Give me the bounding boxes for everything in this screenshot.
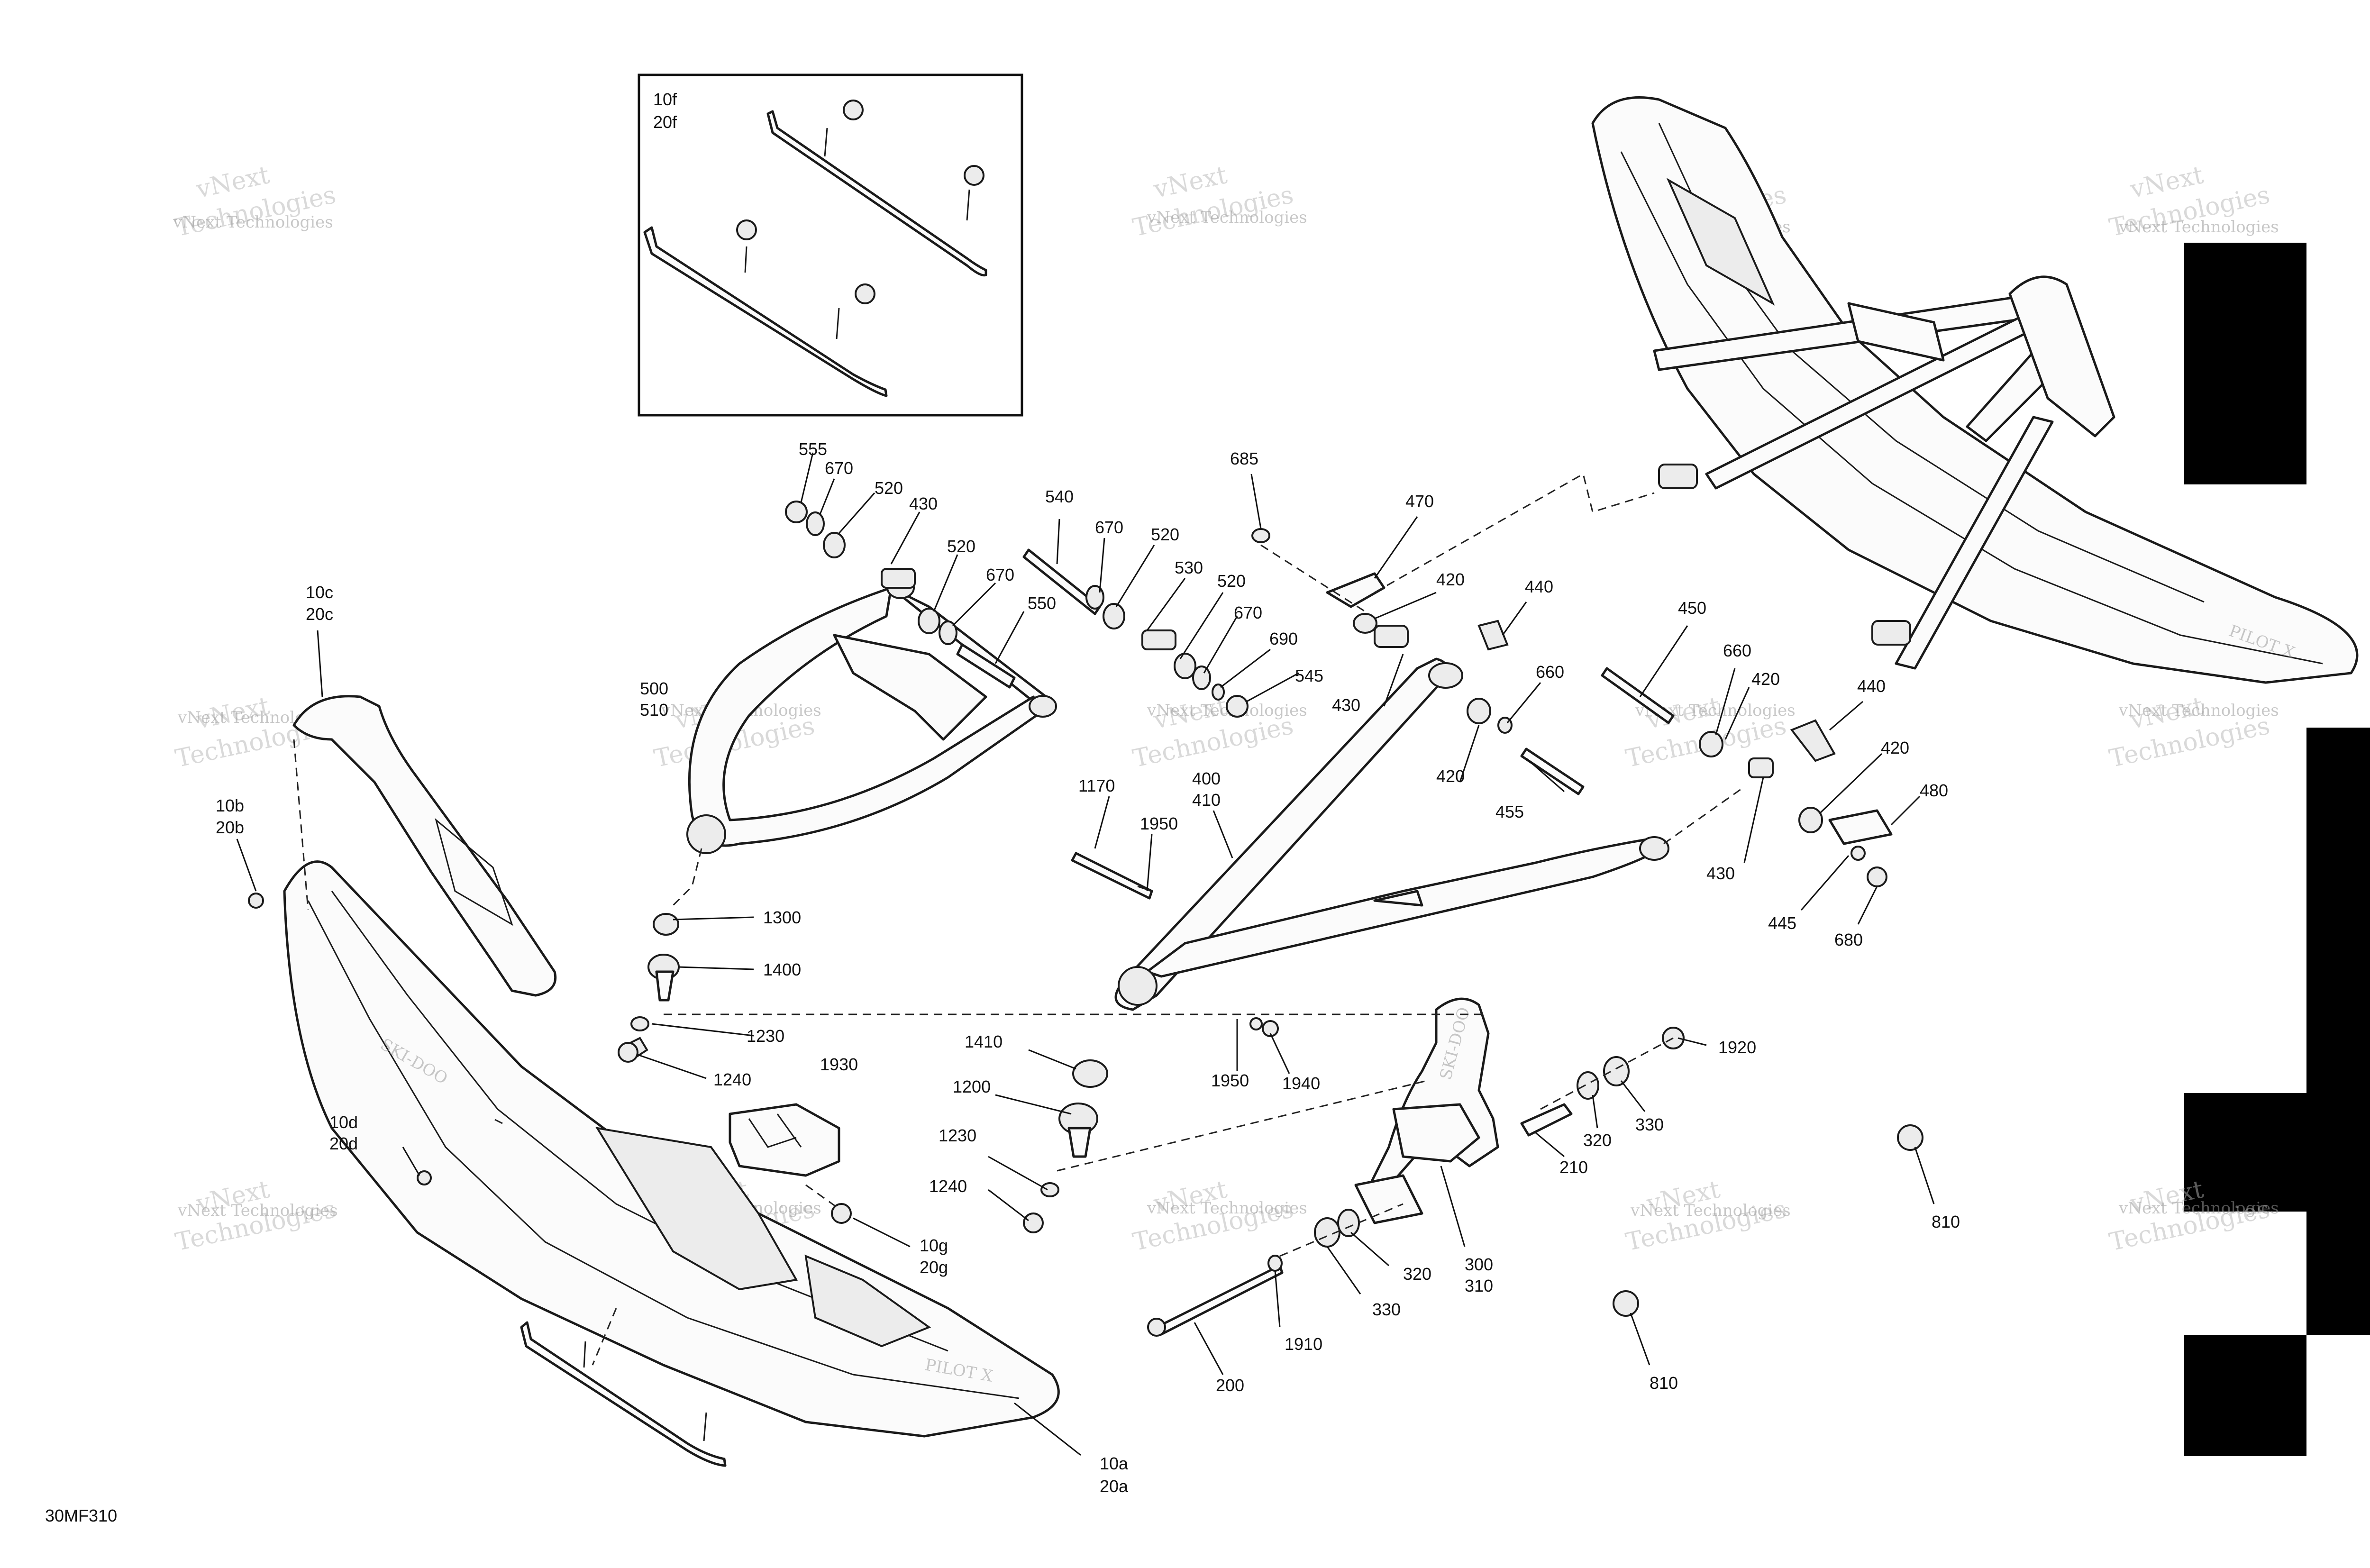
callout-430: 430 bbox=[1706, 864, 1735, 883]
callout-685: 685 bbox=[1230, 449, 1258, 468]
callout-555: 555 bbox=[799, 439, 827, 459]
callout-440: 440 bbox=[1857, 676, 1886, 696]
callout-20g: 20g bbox=[920, 1258, 948, 1277]
callout-660: 660 bbox=[1723, 641, 1751, 660]
callout-545: 545 bbox=[1295, 666, 1323, 685]
callout-1240: 1240 bbox=[713, 1070, 751, 1089]
alignment-lines bbox=[293, 473, 1745, 1366]
callout-660: 660 bbox=[1536, 662, 1564, 682]
callout-670: 670 bbox=[1234, 603, 1262, 622]
inset-label-10f: 10f bbox=[653, 90, 677, 109]
callout-20c: 20c bbox=[306, 604, 333, 624]
callout-1200: 1200 bbox=[953, 1077, 991, 1096]
callout-420: 420 bbox=[1881, 738, 1909, 757]
callout-430: 430 bbox=[1332, 695, 1360, 715]
svg-text:vNext Technologies: vNext Technologies bbox=[1147, 208, 1307, 227]
callout-810: 810 bbox=[1932, 1212, 1960, 1231]
callout-1910: 1910 bbox=[1285, 1334, 1322, 1354]
callout-1940: 1940 bbox=[1282, 1074, 1320, 1093]
callout-10c: 10c bbox=[306, 583, 333, 602]
callout-420: 420 bbox=[1436, 570, 1465, 589]
callout-670: 670 bbox=[986, 565, 1014, 584]
callout-480: 480 bbox=[1920, 781, 1948, 800]
upper-a-arm-assembly bbox=[686, 501, 1249, 854]
lower-a-arm-assembly bbox=[1071, 528, 1893, 1037]
svg-text:vNext Technologies: vNext Technologies bbox=[2118, 701, 2279, 720]
callout-1410: 1410 bbox=[965, 1032, 1003, 1051]
callout-10g: 10g bbox=[920, 1236, 948, 1255]
callout-20b: 20b bbox=[216, 818, 244, 837]
callout-330: 330 bbox=[1372, 1300, 1401, 1319]
registration-marks bbox=[2184, 243, 2370, 1456]
callout-690: 690 bbox=[1269, 629, 1298, 648]
callout-810: 810 bbox=[1650, 1373, 1678, 1393]
inset-label-20f: 20f bbox=[653, 112, 677, 132]
callout-455: 455 bbox=[1495, 802, 1524, 821]
leader-lines bbox=[236, 452, 1935, 1456]
callout-20d: 20d bbox=[329, 1134, 358, 1153]
diagram-code: 30MF310 bbox=[45, 1506, 117, 1525]
svg-text:vNext Technologies: vNext Technologies bbox=[2118, 218, 2279, 237]
callout-510: 510 bbox=[640, 700, 668, 720]
callout-410: 410 bbox=[1192, 790, 1221, 810]
callout-330: 330 bbox=[1635, 1115, 1664, 1134]
callout-10a: 10a bbox=[1100, 1454, 1129, 1473]
callout-1230: 1230 bbox=[939, 1126, 976, 1145]
callout-1400: 1400 bbox=[763, 960, 801, 979]
callout-500: 500 bbox=[640, 679, 668, 698]
callout-680: 680 bbox=[1834, 930, 1863, 949]
callout-1920: 1920 bbox=[1718, 1038, 1756, 1057]
callout-20a: 20a bbox=[1100, 1477, 1129, 1496]
callout-550: 550 bbox=[1028, 593, 1056, 613]
callout-400: 400 bbox=[1192, 769, 1221, 788]
callout-670: 670 bbox=[825, 458, 853, 478]
callout-200: 200 bbox=[1216, 1376, 1244, 1395]
callout-440: 440 bbox=[1525, 577, 1553, 596]
callout-1300: 1300 bbox=[763, 908, 801, 927]
inset-runners-box: 10f 20f bbox=[638, 73, 1023, 417]
callout-320: 320 bbox=[1403, 1264, 1431, 1284]
callout-210: 210 bbox=[1559, 1158, 1588, 1177]
spindle-assembly: SKI-DOO bbox=[618, 913, 1923, 1337]
callout-430: 430 bbox=[909, 494, 938, 513]
callout-420: 420 bbox=[1751, 669, 1780, 689]
left-ski-assembly: SKI-DOO PILOT X bbox=[248, 695, 1060, 1467]
callout-300: 300 bbox=[1465, 1255, 1493, 1274]
callout-450: 450 bbox=[1678, 598, 1706, 618]
callout-530: 530 bbox=[1175, 558, 1203, 577]
callout-10d: 10d bbox=[329, 1112, 358, 1132]
callout-420: 420 bbox=[1436, 766, 1465, 786]
svg-text:vNext Technologies: vNext Technologies bbox=[1630, 1201, 1791, 1220]
callout-320: 320 bbox=[1583, 1130, 1612, 1150]
callout-labels: 555 670 520 430 520 670 550 540 670 520 … bbox=[216, 439, 1960, 1496]
svg-text:vNext Technologies: vNext Technologies bbox=[1147, 1199, 1307, 1218]
callout-10b: 10b bbox=[216, 796, 244, 815]
callout-1950: 1950 bbox=[1211, 1071, 1249, 1090]
assembled-ski-right: PILOT X bbox=[1591, 96, 2359, 684]
callout-1230: 1230 bbox=[747, 1026, 784, 1046]
callout-1950: 1950 bbox=[1140, 814, 1178, 833]
svg-text:vNext Technologies: vNext Technologies bbox=[177, 1201, 338, 1220]
callout-540: 540 bbox=[1045, 487, 1074, 506]
callout-445: 445 bbox=[1768, 913, 1796, 933]
callout-670: 670 bbox=[1095, 518, 1123, 537]
callout-520: 520 bbox=[1151, 525, 1179, 544]
callout-310: 310 bbox=[1465, 1276, 1493, 1295]
callout-520: 520 bbox=[875, 478, 903, 498]
callout-1240: 1240 bbox=[929, 1176, 967, 1196]
svg-text:vNext Technologies: vNext Technologies bbox=[173, 213, 333, 232]
callout-520: 520 bbox=[1217, 571, 1246, 591]
svg-text:vNext Technologies: vNext Technologies bbox=[2118, 1199, 2279, 1218]
callout-1930: 1930 bbox=[820, 1055, 858, 1074]
callout-470: 470 bbox=[1405, 492, 1434, 511]
callout-520: 520 bbox=[947, 537, 975, 556]
callout-1170: 1170 bbox=[1078, 776, 1115, 795]
